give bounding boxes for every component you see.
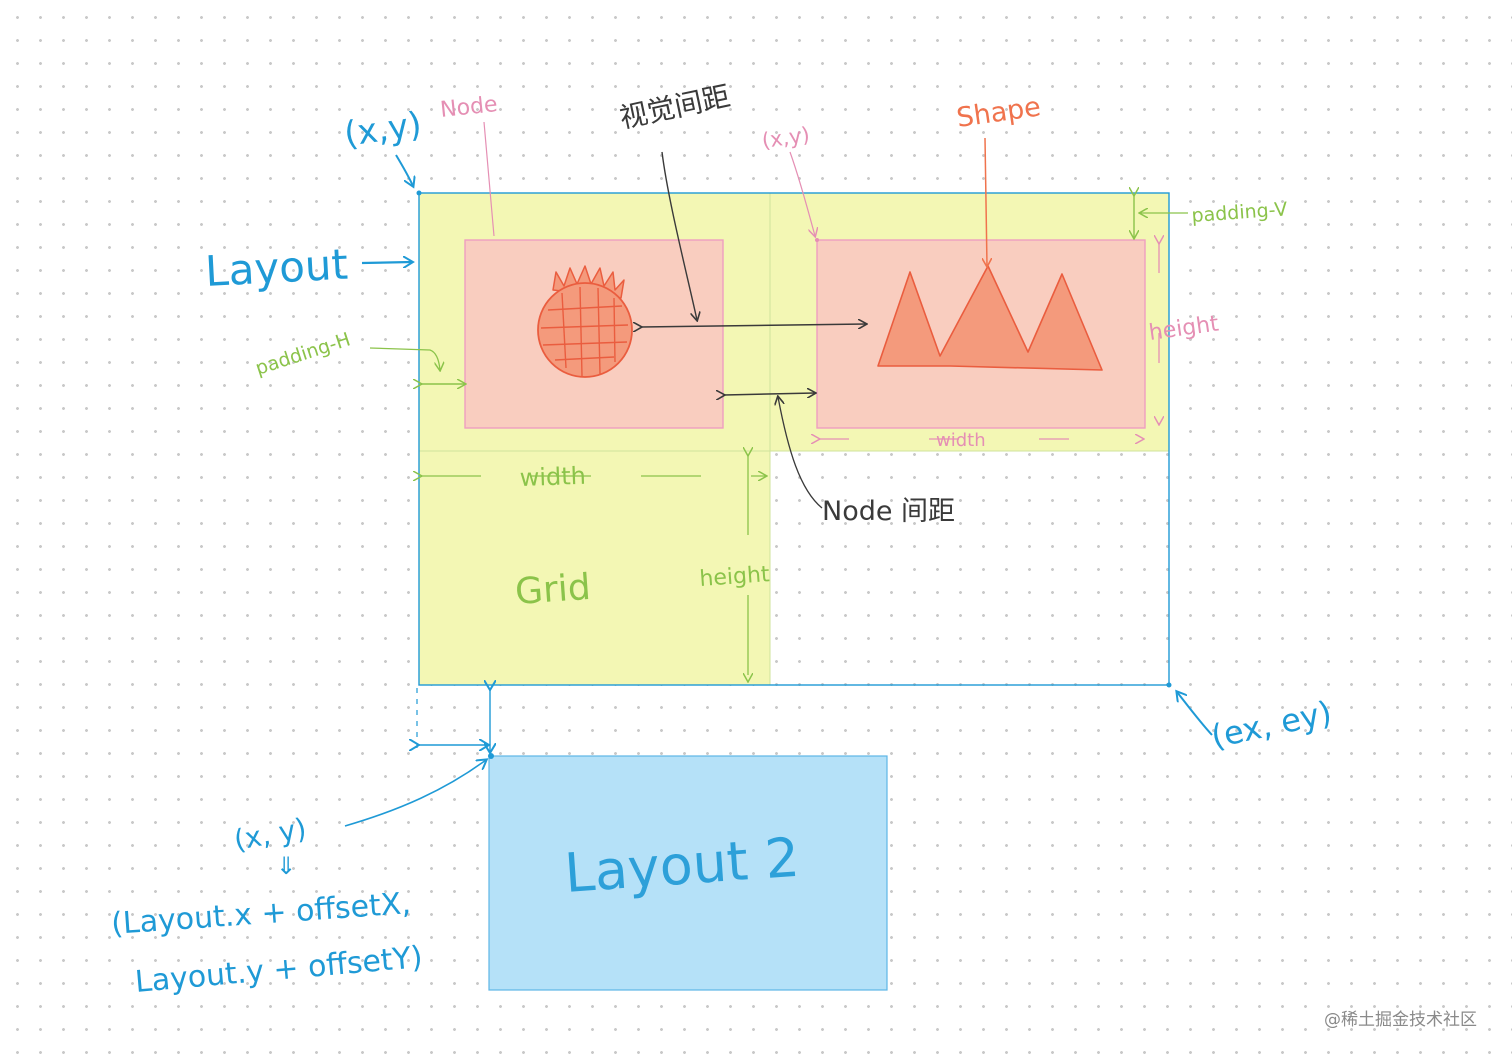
shape-label: Shape bbox=[955, 91, 1043, 133]
formula-line-1: (Layout.x + offsetX, bbox=[110, 886, 412, 942]
layout-label: Layout bbox=[204, 240, 349, 296]
node-right-origin-dot bbox=[815, 238, 819, 242]
grid-cell-bottom-left bbox=[418, 450, 771, 686]
padding-v-label: padding-V bbox=[1191, 198, 1288, 227]
node-width-label: width bbox=[936, 430, 986, 451]
grid-height-label: height bbox=[699, 562, 771, 592]
grid-width-label: width bbox=[519, 462, 586, 492]
pineapple-icon bbox=[537, 265, 633, 378]
layout2-origin-dot bbox=[488, 753, 494, 759]
layout-origin-dot bbox=[416, 190, 422, 196]
layout2-origin-pointer bbox=[344, 760, 486, 827]
node-gap-label: Node 间距 bbox=[822, 496, 955, 527]
shape-origin-pointer bbox=[789, 151, 815, 236]
padding-h-label: padding-H bbox=[253, 328, 353, 379]
end-point-pointer bbox=[1177, 692, 1213, 736]
padding-h-pointer bbox=[369, 347, 440, 370]
layout-origin-label: (x,y) bbox=[342, 105, 424, 155]
layout-origin-pointer bbox=[395, 154, 413, 186]
grid-gap-pointer bbox=[661, 151, 697, 320]
down-arrow-label: ⇓ bbox=[276, 852, 296, 880]
node-label: Node bbox=[439, 92, 499, 123]
layout-pointer bbox=[361, 262, 412, 263]
formula-line-2: Layout.y + offsetY) bbox=[134, 940, 424, 1000]
node-gap-pointer bbox=[778, 397, 823, 509]
grid-gap-label: 视觉间距 bbox=[617, 79, 733, 135]
watermark: @稀土掘金技术社区 bbox=[1324, 1010, 1477, 1030]
layout2-box bbox=[488, 755, 888, 991]
layout-end-dot bbox=[1166, 682, 1172, 688]
mountains-shape bbox=[877, 265, 1103, 371]
shape-origin-label: (x,y) bbox=[760, 123, 811, 153]
visual-gap-arrow bbox=[641, 324, 866, 327]
layout-box bbox=[418, 192, 1170, 686]
node-gap-arrow bbox=[724, 393, 815, 395]
layout2-origin-label: (x, y) bbox=[231, 812, 308, 857]
node-pointer bbox=[483, 121, 495, 237]
end-point-label: (ex, ey) bbox=[1208, 693, 1335, 756]
grid-label: Grid bbox=[514, 567, 592, 613]
shape-pointer bbox=[985, 137, 987, 266]
